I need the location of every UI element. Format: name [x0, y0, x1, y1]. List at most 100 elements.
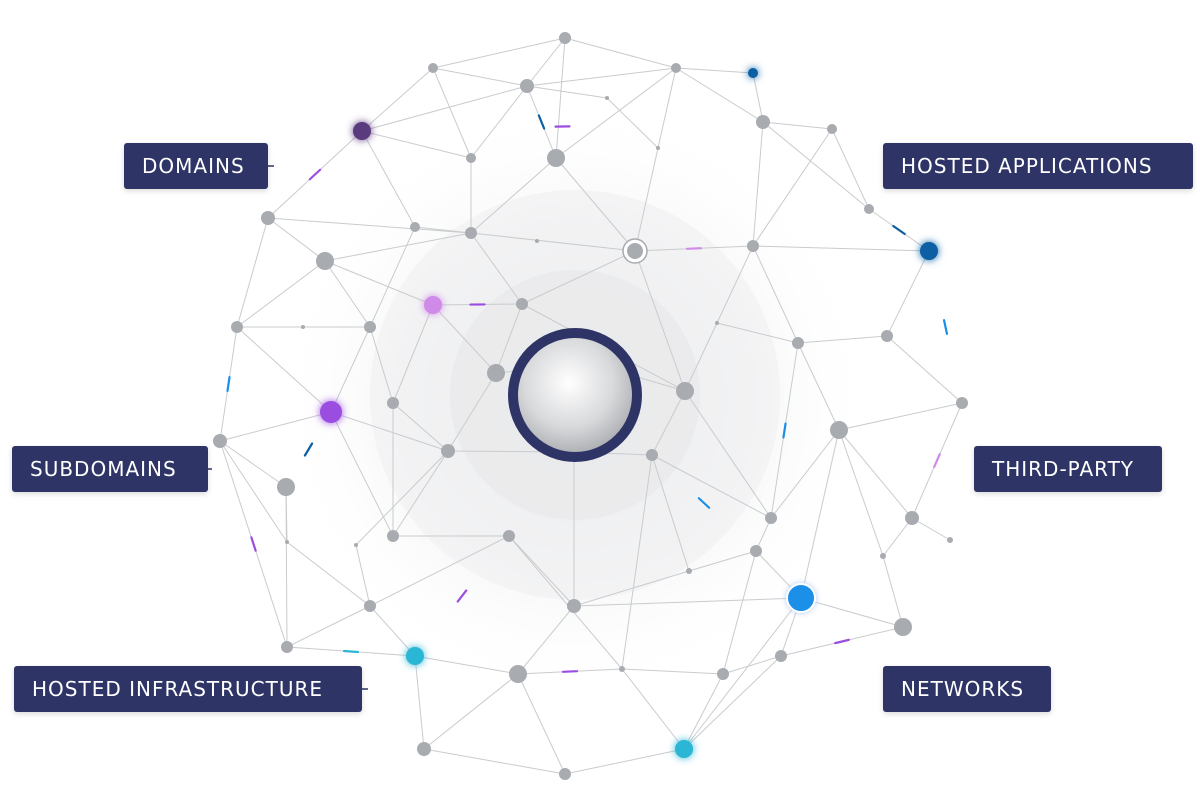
network-edge [361, 130, 472, 159]
network-edge [414, 655, 519, 675]
edge-accent [685, 247, 703, 250]
network-node [656, 146, 660, 150]
network-edge [526, 85, 608, 99]
network-edge [495, 303, 523, 374]
network-node [605, 96, 609, 100]
network-node [261, 211, 275, 225]
network-edge [219, 440, 288, 543]
network-edge [286, 605, 371, 648]
hosted-applications-label: HOSTED APPLICATIONS [883, 143, 1193, 189]
edge-accent [342, 649, 360, 654]
third-party-label: THIRD-PARTY [974, 446, 1162, 492]
network-edge [285, 486, 288, 648]
network-edge [324, 260, 434, 306]
network-edge [392, 450, 449, 537]
domains-label: DOMAINS [124, 143, 268, 189]
edge-accent [697, 497, 711, 509]
network-edge [236, 260, 326, 328]
network-node [466, 153, 476, 163]
network-edge [236, 217, 269, 328]
network-edge [447, 372, 497, 452]
network-edge [526, 37, 566, 87]
network-edge [432, 304, 497, 374]
edge-accent [834, 638, 850, 645]
network-node [316, 252, 334, 270]
edge-accent [537, 114, 546, 130]
network-edge [722, 655, 782, 675]
network-node [864, 204, 874, 214]
network-edge [762, 121, 870, 210]
network-edge [423, 673, 519, 750]
network-edge [526, 67, 677, 87]
network-node [956, 397, 968, 409]
network-edge [838, 402, 963, 431]
network-edge [831, 128, 870, 210]
highlighted-node [353, 122, 371, 140]
network-edge [573, 597, 802, 607]
network-node [465, 227, 477, 239]
network-edge [752, 245, 799, 344]
network-node [520, 79, 534, 93]
edge-accent [308, 168, 322, 181]
network-edge [555, 157, 636, 252]
network-node [503, 530, 515, 542]
network-edge [470, 232, 523, 305]
network-edge [683, 673, 724, 750]
subdomains-label: SUBDOMAINS [12, 446, 208, 492]
network-edge [432, 37, 566, 69]
network-edge [555, 37, 566, 159]
network-node [277, 478, 295, 496]
network-edge [752, 245, 930, 252]
network-node [827, 124, 837, 134]
network-edge [369, 605, 416, 657]
highlighted-node [786, 583, 816, 613]
network-edge [508, 535, 623, 670]
network-edge [675, 67, 754, 74]
network-node [717, 668, 729, 680]
network-edge [219, 411, 332, 442]
networks-label: NETWORKS [883, 666, 1051, 712]
network-edge [470, 232, 636, 252]
network-node [880, 553, 886, 559]
network-edge [355, 544, 371, 607]
highlighted-node [424, 296, 442, 314]
network-node [646, 449, 658, 461]
network-edge [716, 322, 799, 344]
network-node [792, 337, 804, 349]
network-node [285, 540, 289, 544]
network-node [417, 742, 431, 756]
network-edge [392, 304, 434, 404]
network-node [905, 511, 919, 525]
network-edge [369, 226, 416, 328]
network-edge [330, 411, 394, 537]
network-edge [267, 217, 472, 234]
network-node [301, 325, 305, 329]
network-edge [517, 605, 575, 675]
edge-accent [892, 224, 906, 236]
network-edge [324, 260, 371, 328]
network-edge [838, 429, 913, 519]
network-edge [684, 390, 772, 519]
network-node [354, 543, 358, 547]
network-node [547, 149, 565, 167]
edge-accent [250, 536, 257, 552]
network-edge [651, 390, 686, 456]
network-edge [683, 655, 782, 750]
highlighted-node [406, 647, 424, 665]
network-node [364, 600, 376, 612]
network-edge [675, 67, 764, 123]
network-edge [770, 429, 840, 519]
network-edge [911, 517, 951, 541]
edge-accent [456, 589, 468, 603]
hosted-infrastructure-label: HOSTED INFRASTRUCTURE [14, 666, 362, 712]
network-edge [432, 67, 528, 87]
network-node [894, 618, 912, 636]
network-edge [564, 37, 677, 69]
network-edge [555, 67, 677, 159]
network-edge [651, 454, 772, 519]
network-node [750, 545, 762, 557]
network-edge [797, 342, 840, 431]
network-edge [621, 668, 685, 750]
network-node [410, 222, 420, 232]
